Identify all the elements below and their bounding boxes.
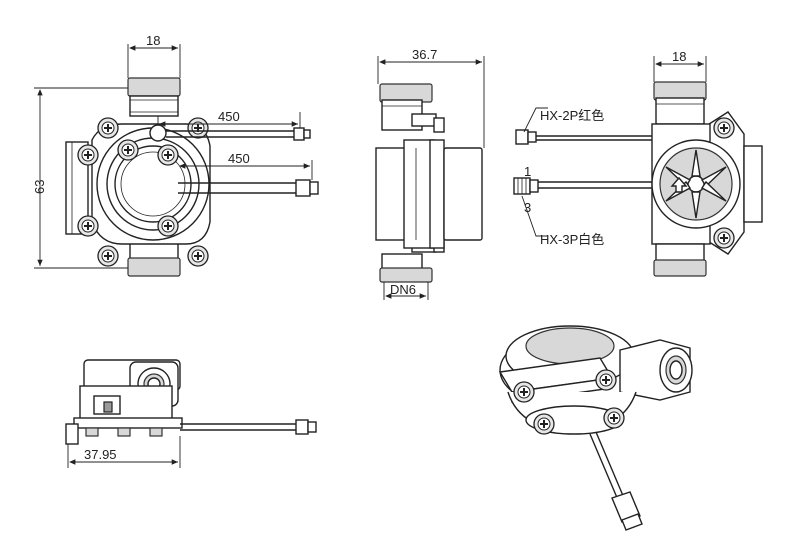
dim-front-height: 63: [32, 180, 47, 194]
front-view: [65, 77, 319, 277]
dim-rear-top-width: 18: [672, 49, 686, 64]
front-dimensions: 18 63 450 450: [32, 33, 313, 269]
isometric-view: [498, 325, 693, 531]
rear-view: [513, 81, 763, 277]
side-dimensions: 36.7 DN6: [377, 47, 485, 300]
connector-labels: HX-2P红色 HX-3P白色 1 3: [521, 107, 604, 247]
side-view: [375, 83, 483, 283]
dim-side-width: 36.7: [412, 47, 437, 62]
rear-dimensions: 18: [653, 49, 707, 82]
bottom-view: [65, 359, 317, 445]
dim-side-bottom: DN6: [390, 282, 416, 297]
dim-bottom-length: 37.95: [84, 447, 117, 462]
pin-first-label: 1: [524, 164, 531, 179]
label-hx-2p: HX-2P红色: [540, 108, 604, 123]
pin-last-label: 3: [524, 200, 531, 215]
label-hx-3p: HX-3P白色: [540, 232, 604, 247]
bottom-dimensions: 37.95: [67, 436, 181, 468]
dim-cable-upper: 450: [218, 109, 240, 124]
dim-front-top-width: 18: [146, 33, 160, 48]
dim-cable-lower: 450: [228, 151, 250, 166]
